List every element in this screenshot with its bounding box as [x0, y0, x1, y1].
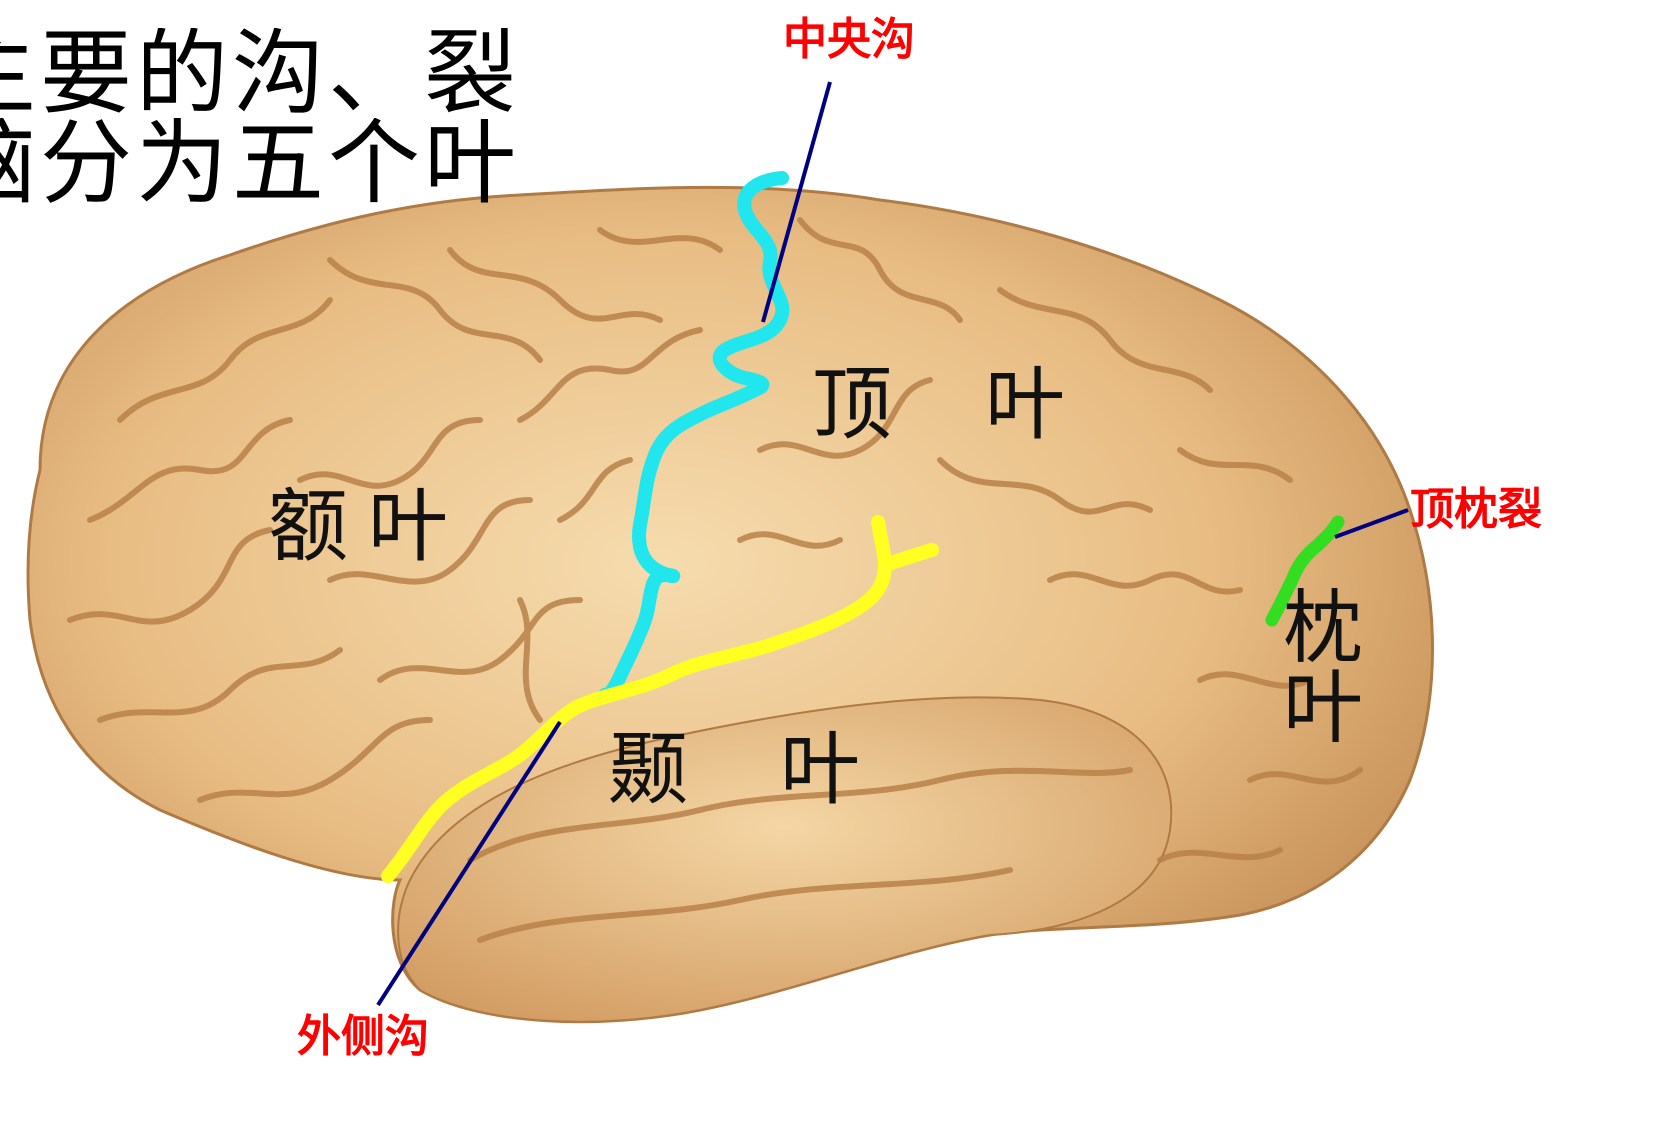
temporal-lobe-label-2: 叶: [780, 723, 860, 816]
lateral-sulcus-line: [381, 515, 892, 883]
parietal-lobe-label-2: 叶: [985, 358, 1065, 451]
frontal-lobe-label-2: 叶: [368, 480, 448, 573]
central-sulcus-label: 中央沟: [783, 14, 915, 65]
occipital-lobe-label: 枕叶: [1270, 585, 1363, 745]
parieto-occipital-fissure-label: 顶枕裂: [1410, 484, 1542, 535]
temporal-lobe-label-1: 颞: [608, 723, 688, 816]
parietal-lobe-label-1: 顶: [812, 358, 892, 451]
temporal-lobe-shape: [397, 696, 1173, 1023]
gyri-folds: [67, 217, 1363, 943]
lateral-sulcus-leader: [376, 720, 562, 1007]
parieto-occipital-leader: [1334, 508, 1409, 539]
central-sulcus-line: [598, 171, 790, 702]
frontal-lobe-label-1: 额: [268, 480, 348, 573]
central-sulcus-leader: [761, 81, 832, 323]
heading-line-2: 大脑分为五个叶: [0, 118, 520, 210]
lateral-sulcus-label: 外侧沟: [297, 1011, 429, 1062]
parieto-occipital-fissure-line: [1265, 515, 1345, 627]
lateral-sulcus-branch: [878, 543, 939, 572]
heading-line-1: 主要的沟、裂: [0, 28, 520, 120]
